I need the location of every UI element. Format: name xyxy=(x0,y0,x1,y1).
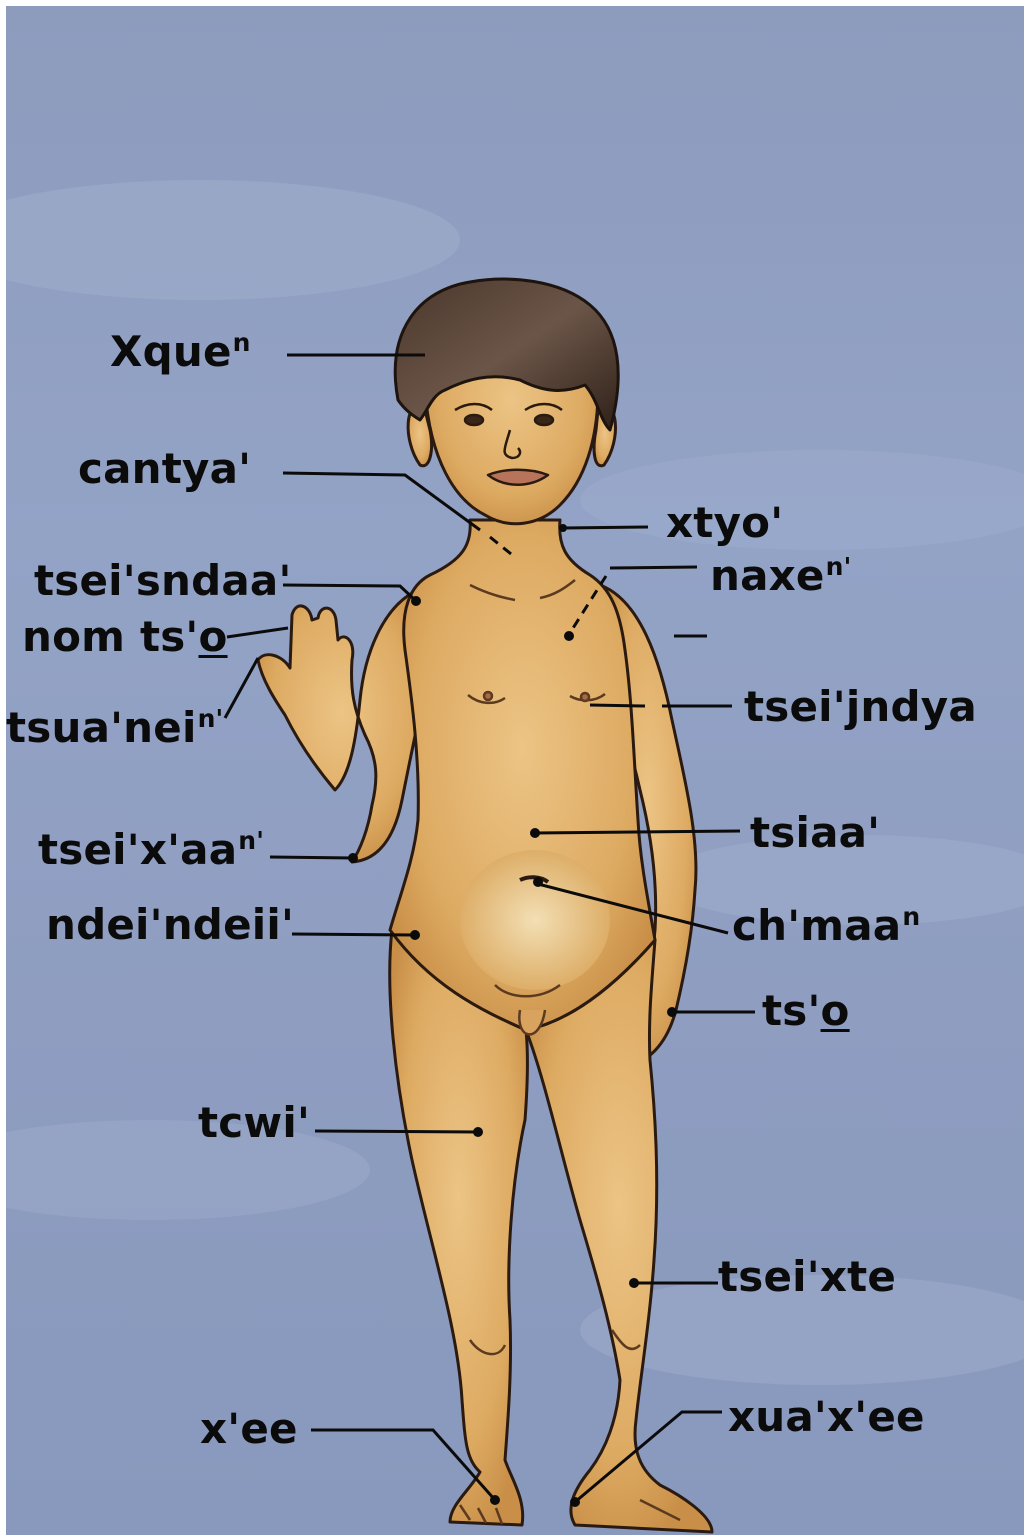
label-nipple-text: tsei'jndya xyxy=(744,682,977,731)
label-knee-text: tsei'xte xyxy=(718,1252,896,1301)
leader-thigh xyxy=(315,1131,478,1132)
right-leg xyxy=(526,940,712,1532)
label-shoulder: tsei'sndaa' xyxy=(34,560,292,602)
label-fingers-text: nom ts' xyxy=(22,612,198,661)
label-thigh-text: tcwi' xyxy=(198,1098,310,1147)
label-hand: ts'o xyxy=(762,990,850,1032)
label-throat: cantya' xyxy=(78,448,251,490)
label-navel-text: ch'maa xyxy=(732,901,901,950)
label-hair: Xquen xyxy=(110,330,251,373)
label-ankle-text: xua'x'ee xyxy=(728,1392,925,1441)
label-chest-sup: n' xyxy=(826,552,852,581)
leader-fingernail xyxy=(225,658,258,718)
leader-belly xyxy=(535,831,740,833)
label-navel-sup: n xyxy=(902,902,920,931)
label-belly: tsiaa' xyxy=(750,812,880,854)
label-chest-text: naxe xyxy=(710,551,825,600)
label-navel: ch'maan xyxy=(732,904,920,947)
label-fingernail: tsua'nein' xyxy=(6,706,223,749)
label-neck-text: xtyo' xyxy=(666,498,783,547)
leader-hip xyxy=(292,934,415,935)
label-hip: ndei'ndeii' xyxy=(46,904,294,946)
label-shoulder-text: tsei'sndaa' xyxy=(34,556,292,605)
leader-elbow xyxy=(270,857,353,858)
label-fingernail-sup: n' xyxy=(198,704,224,733)
leader-neck xyxy=(563,527,648,528)
label-elbow-text: tsei'x'aa xyxy=(38,825,237,874)
diagram-board: Xquen cantya' xtyo' tsei'sndaa' naxen' n… xyxy=(6,6,1024,1535)
label-fingernail-text: tsua'nei xyxy=(6,703,197,752)
label-neck: xtyo' xyxy=(666,502,783,544)
label-fingers-ul: o xyxy=(198,612,227,661)
label-throat-text: cantya' xyxy=(78,444,251,493)
label-knee: tsei'xte xyxy=(718,1256,896,1298)
label-belly-text: tsiaa' xyxy=(750,808,880,857)
raised-arm xyxy=(258,590,425,862)
label-ankle: xua'x'ee xyxy=(728,1396,925,1438)
label-hand-text: ts' xyxy=(762,986,821,1035)
label-hip-text: ndei'ndeii' xyxy=(46,900,294,949)
leader-shoulder xyxy=(283,585,415,600)
label-hair-sup: n xyxy=(233,328,251,357)
body-illustration xyxy=(6,6,1024,1535)
label-thigh: tcwi' xyxy=(198,1102,310,1144)
label-foot: x'ee xyxy=(200,1408,298,1450)
belly-highlight xyxy=(460,850,610,990)
label-elbow: tsei'x'aan' xyxy=(38,828,264,871)
leader-chest xyxy=(610,567,697,568)
label-nipple: tsei'jndya xyxy=(744,686,977,728)
leader-fingers xyxy=(227,628,288,637)
label-foot-text: x'ee xyxy=(200,1404,298,1453)
label-hair-text: Xque xyxy=(110,327,232,376)
label-elbow-sup: n' xyxy=(238,826,264,855)
label-hand-ul: o xyxy=(821,986,850,1035)
leader-nipple xyxy=(590,705,645,706)
label-chest: naxen' xyxy=(710,554,851,597)
label-fingers: nom ts'o xyxy=(22,616,228,658)
